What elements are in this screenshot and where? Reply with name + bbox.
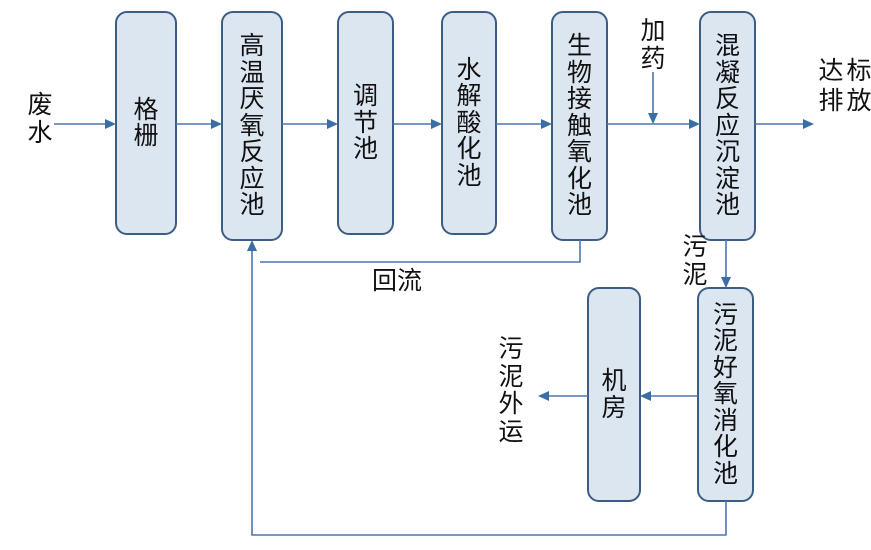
label-sludge-char-0: 污 [682,233,708,261]
edge-grid-to-anaerobic [176,119,222,129]
edge-coagulation-to-digestion [721,240,731,288]
edge-biocontact-to-coagulation [607,119,700,129]
node-shape-machineroom[interactable] [587,287,641,502]
label-dosing-char-1: 药 [640,44,666,73]
edge-dosing-to-mainline [648,72,658,124]
node-shape-equalize[interactable] [337,11,394,235]
node-shape-grid[interactable] [115,11,177,235]
label-influent: 废 水 [12,91,68,147]
node-shape-coagulation[interactable] [699,11,756,241]
label-dosing-char-0: 加 [640,17,666,45]
node-shape-digestion[interactable] [697,287,754,502]
label-effluent-char-1: 标 [846,57,871,85]
edge-anaerobic-to-equalize [282,119,338,129]
label-dosing: 加 药 [626,17,680,73]
label-effluent-char-0: 达 [818,57,844,85]
node-shape-anaerobic[interactable] [221,11,283,241]
label-sludge-out-char-1: 泥 [498,362,524,391]
label-effluent-char-2: 排 [818,86,844,115]
label-effluent-char-3: 放 [846,86,871,115]
label-influent-char-1: 水 [27,118,53,147]
edge-digestion-return-to-anaerobic [251,262,727,536]
node-shape-hydrolysis[interactable] [441,11,497,235]
label-sludge-char-1: 泥 [682,260,708,289]
edge-coagulation-to-effluent [755,119,814,129]
label-effluent: 达 标 排 放 [818,57,871,115]
edge-machineroom-to-sludgeout [538,391,588,401]
edge-influent-to-grid [54,119,116,129]
edge-return-riser-head [247,240,257,262]
label-sludge-out-char-3: 运 [498,417,524,446]
node-shape-biocontact[interactable] [551,11,608,241]
label-return-flow: 回流 [372,267,423,295]
label-sludge-out: 污 泥 外 运 [486,335,536,446]
edge-equalize-to-hydrolysis [393,119,442,129]
label-sludge-out-char-0: 污 [498,335,524,363]
edge-hydrolysis-to-biocontact [496,119,552,129]
label-sludge-out-char-2: 外 [498,390,524,418]
edge-return-flow [260,240,581,263]
edge-digestion-to-machineroom [640,391,698,401]
label-influent-char-0: 废 [27,91,53,119]
label-sludge: 污 泥 [672,233,718,289]
